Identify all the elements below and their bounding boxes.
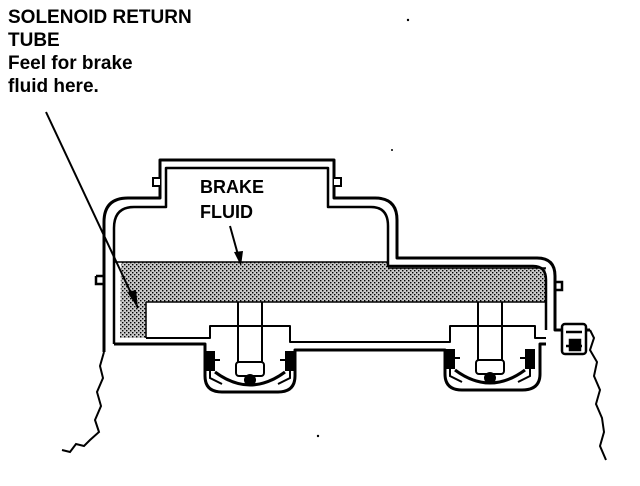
solenoid-tube-leader <box>45 111 139 309</box>
side-flanges <box>94 274 564 292</box>
brake-fluid-line-2: FLUID <box>200 202 253 222</box>
chamber-floor-inner <box>146 325 546 343</box>
brake-fluid-callout: BRAKE FLUID <box>200 175 264 225</box>
chamber-floor <box>114 342 546 394</box>
valve-right <box>445 302 535 385</box>
brake-fluid-arrowhead <box>234 251 243 266</box>
solenoid-tube-arrowhead <box>127 290 138 308</box>
housing-outer-wall <box>102 158 590 352</box>
solenoid-return-tube-callout: SOLENOID RETURN TUBE Feel for brake flui… <box>8 6 192 98</box>
brake-fluid-line-1: BRAKE <box>200 177 265 197</box>
fluid-surface-lines <box>114 261 546 338</box>
bracket-break-lines <box>61 329 607 461</box>
callout-line-4: fluid here. <box>8 76 99 97</box>
valve-left <box>205 302 295 387</box>
callout-line-1: SOLENOID RETURN <box>8 7 192 28</box>
housing-inner-wall <box>112 166 548 344</box>
lid-lugs <box>152 177 342 187</box>
pipe-fitting <box>560 322 588 356</box>
brake-fluid-region <box>120 262 546 338</box>
callout-line-3: Feel for brake <box>8 53 133 74</box>
callout-line-2: TUBE <box>8 30 60 51</box>
scan-specks <box>316 18 410 438</box>
